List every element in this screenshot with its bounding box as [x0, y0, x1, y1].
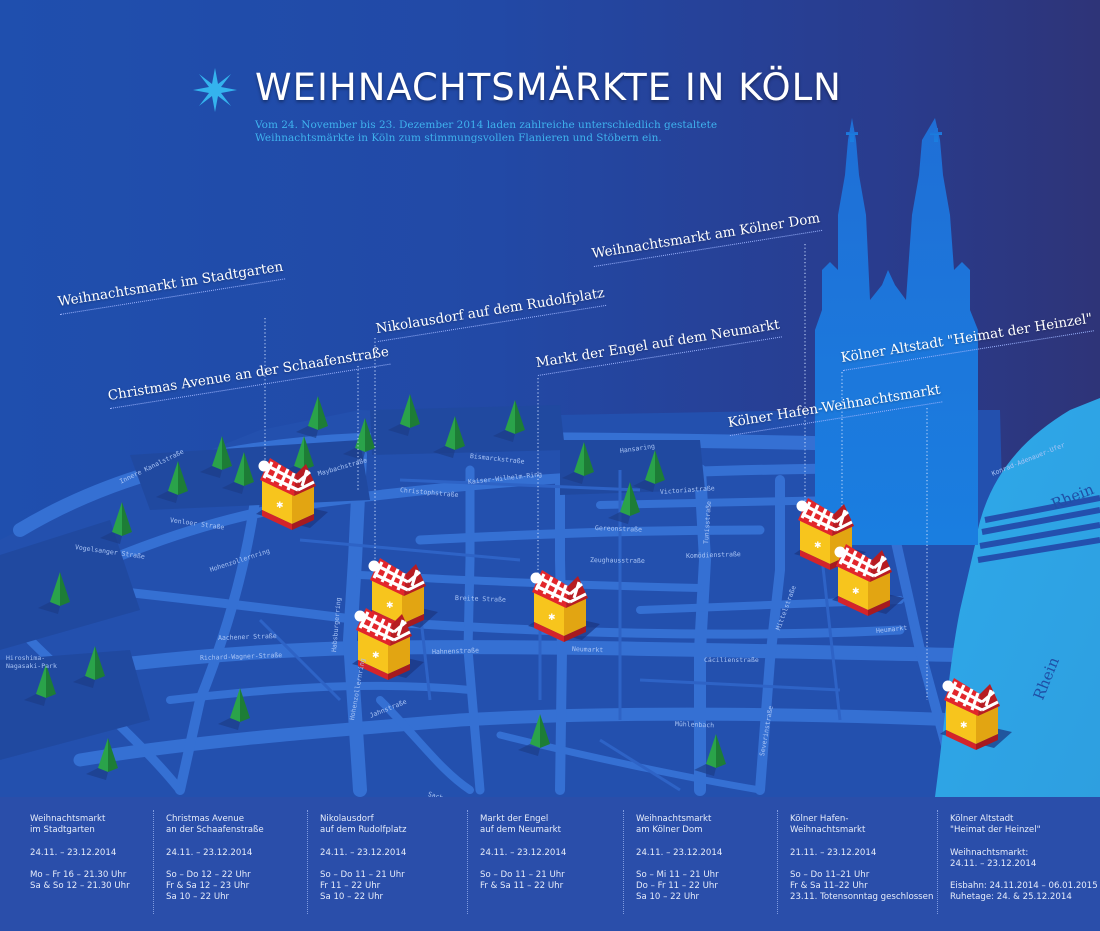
rhein-bridges	[977, 495, 1100, 563]
footer-dates: 24.11. – 23.12.2014	[950, 858, 1037, 869]
footer-market-name: Weihnachtsmarkt	[636, 814, 712, 824]
footer-market-name: Kölner Hafen-	[790, 814, 849, 824]
street-label: Zeughausstraße	[589, 556, 645, 565]
footer-hours: Fr & Sa 11 – 22 Uhr	[480, 881, 564, 892]
footer-market-name: Markt der Engel	[480, 814, 549, 824]
column-divider	[153, 810, 155, 914]
street-label: Hahnenstraße	[431, 646, 480, 656]
footer-hours: So – Do 11 – 21 Uhr	[320, 869, 405, 880]
star-icon	[193, 68, 237, 112]
footer-market-name: Weihnachtsmarkt	[30, 814, 106, 824]
street-label: Mühlenbach	[674, 720, 715, 730]
footer-hours: 23.11. Totensonntag geschlossen	[790, 892, 934, 903]
footer-dates: Weihnachtsmarkt:	[950, 847, 1029, 858]
page-title: WEIHNACHTSMÄRKTE IN KÖLN	[255, 66, 842, 109]
street-label: Gereonstraße	[594, 524, 643, 534]
street-label: Cäcilienstraße	[704, 656, 759, 664]
footer-hours: So – Mi 11 – 21 Uhr	[636, 869, 719, 880]
street-label: Hiroshima-Nagasaki-Park	[6, 654, 57, 670]
footer-dates: 24.11. – 23.12.2014	[636, 847, 723, 858]
footer-dates: 24.11. – 23.12.2014	[30, 847, 117, 858]
footer-hours: Fr & Sa 11–22 Uhr	[790, 881, 868, 892]
footer-hours: Do – Fr 11 – 22 Uhr	[636, 881, 718, 892]
column-divider	[307, 810, 309, 914]
footer-hours: Sa 10 – 22 Uhr	[166, 892, 230, 903]
column-divider	[777, 810, 779, 914]
footer-hours: Sa 10 – 22 Uhr	[320, 892, 384, 903]
column-divider	[623, 810, 625, 914]
cathedral-icon	[815, 118, 978, 545]
footer-market-name: "Heimat der Heinzel"	[950, 825, 1041, 836]
label-guides	[264, 244, 928, 700]
footer-dates: 24.11. – 23.12.2014	[320, 847, 407, 858]
footer-hours: Ruhetage: 24. & 25.12.2014	[950, 892, 1072, 903]
footer-market-name: Weihnachtsmarkt	[790, 825, 866, 836]
footer-hours: So – Do 12 – 22 Uhr	[166, 869, 251, 880]
column-divider	[467, 810, 469, 914]
footer-hours: So – Do 11 – 21 Uhr	[480, 869, 565, 880]
footer-market-name: Christmas Avenue	[166, 814, 244, 824]
minor-streets	[258, 470, 842, 792]
footer-market-name: auf dem Rudolfplatz	[320, 825, 407, 836]
footer-dates: 21.11. – 23.12.2014	[790, 847, 877, 858]
footer-market-name: im Stadtgarten	[30, 825, 95, 836]
footer-market-info: Kölner Hafen-Weihnachtsmarkt 21.11. – 23.…	[777, 810, 934, 914]
street-label: Neumarkt	[571, 645, 604, 655]
footer-market-info: Kölner Altstadt"Heimat der Heinzel" Weihn…	[937, 810, 1098, 914]
footer-dates: 24.11. – 23.12.2014	[166, 847, 253, 858]
footer-market-name: Kölner Altstadt	[950, 814, 1014, 824]
footer-hours: Fr 11 – 22 Uhr	[320, 881, 381, 892]
footer-market-name: Nikolausdorf	[320, 814, 374, 824]
footer-hours: Sa & So 12 – 21.30 Uhr	[30, 881, 130, 892]
page-subtitle: Vom 24. November bis 23. Dezember 2014 l…	[255, 119, 718, 144]
footer-market-name: an der Schaafenstraße	[166, 825, 264, 836]
footer-hours: Fr & Sa 12 – 23 Uhr	[166, 881, 250, 892]
street-label: Breite Straße	[454, 594, 506, 604]
footer-hours: Eisbahn: 24.11.2014 – 06.01.2015	[950, 881, 1098, 892]
footer-market-name: auf dem Neumarkt	[480, 825, 561, 836]
footer-dates: 24.11. – 23.12.2014	[480, 847, 567, 858]
column-divider	[937, 810, 939, 914]
footer-hours: Mo – Fr 16 – 21.30 Uhr	[30, 869, 127, 880]
footer-hours: So – Do 11–21 Uhr	[790, 869, 870, 880]
footer-hours: Sa 10 – 22 Uhr	[636, 892, 700, 903]
footer-market-name: am Kölner Dom	[636, 825, 703, 836]
